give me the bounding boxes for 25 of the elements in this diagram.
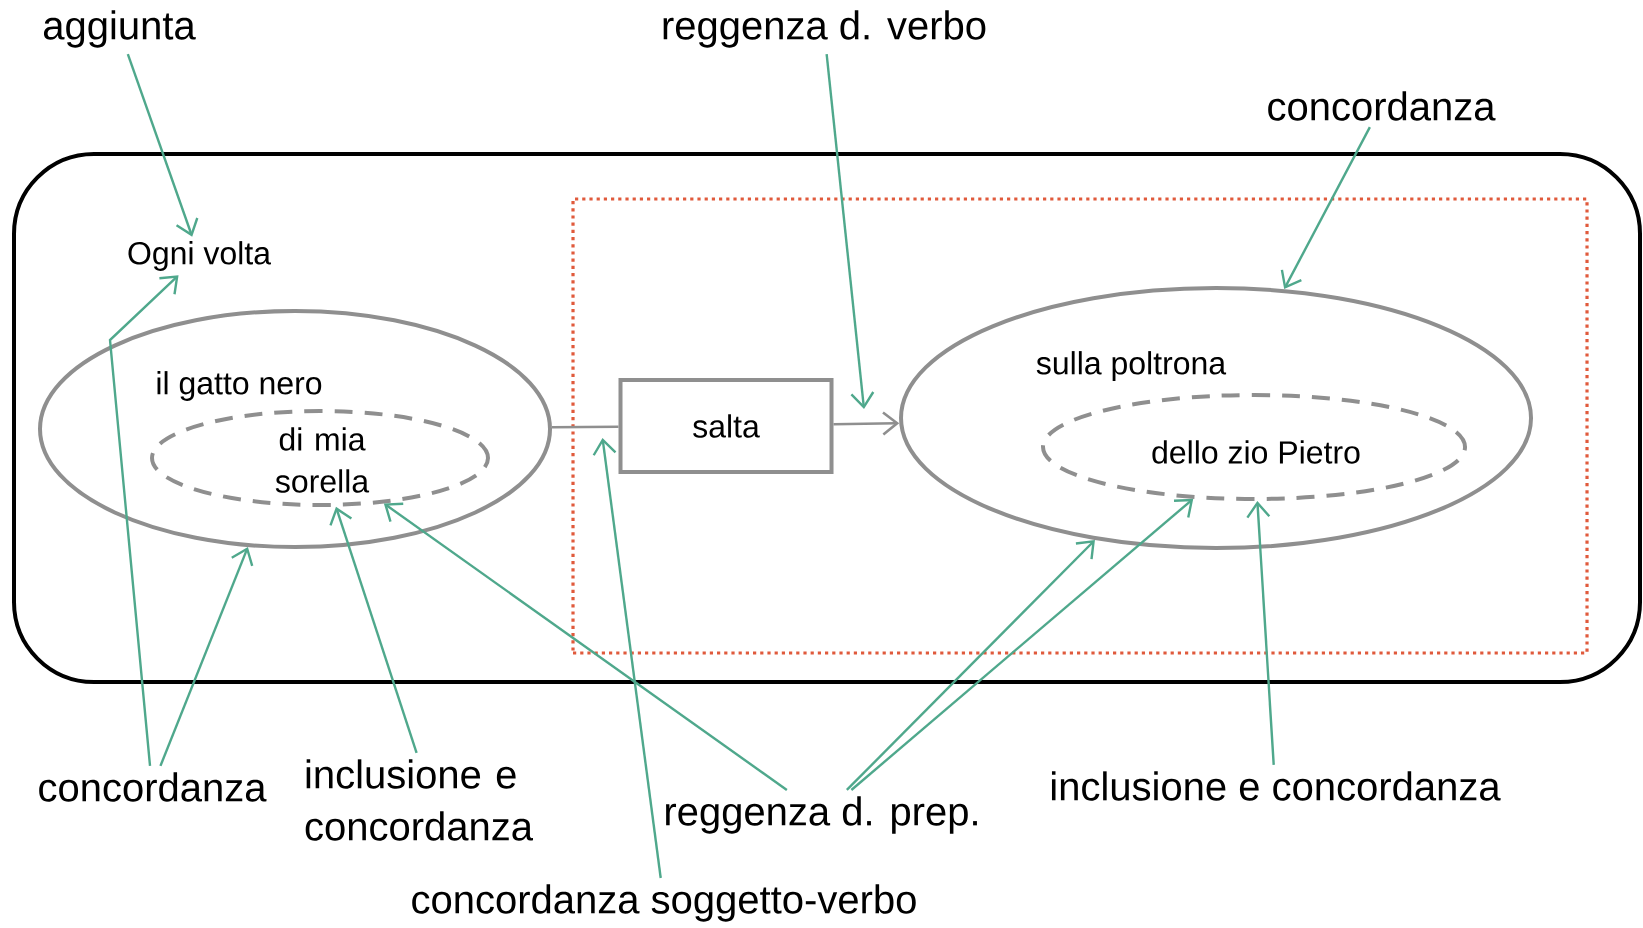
connector-line [551,425,619,429]
annotation-label: concordanza soggetto-verbo [412,884,916,922]
leader-arrow [1246,501,1275,765]
leader-arrow [126,53,199,237]
annotation-label: concordanza [1268,91,1496,121]
annotation-label: inclusione e concordanza [305,759,533,841]
annotation-label: aggiunta [43,10,196,48]
annotation-label: inclusione e concordanza [1052,771,1501,801]
leader-arrow [592,438,662,879]
connector-arrow [833,411,900,436]
phrase-text: Ogni volta [128,241,271,271]
leader-arrow [846,540,1095,791]
verb-box: salta [618,378,834,474]
leader-arrow [159,546,254,767]
dotted-frame [571,197,1589,655]
leader-arrow [383,502,788,791]
leader-arrow [1280,126,1371,290]
rounded-frame [12,152,1642,684]
leader-arrow [850,498,1194,791]
leader-arrow [825,53,875,409]
annotation-label: reggenza d. verbo [663,10,986,48]
annotation-label: concordanza [39,772,267,802]
leader-arrow [108,275,179,767]
leader-arrow [329,506,418,754]
annotation-label: reggenza d. prep. [666,796,977,834]
